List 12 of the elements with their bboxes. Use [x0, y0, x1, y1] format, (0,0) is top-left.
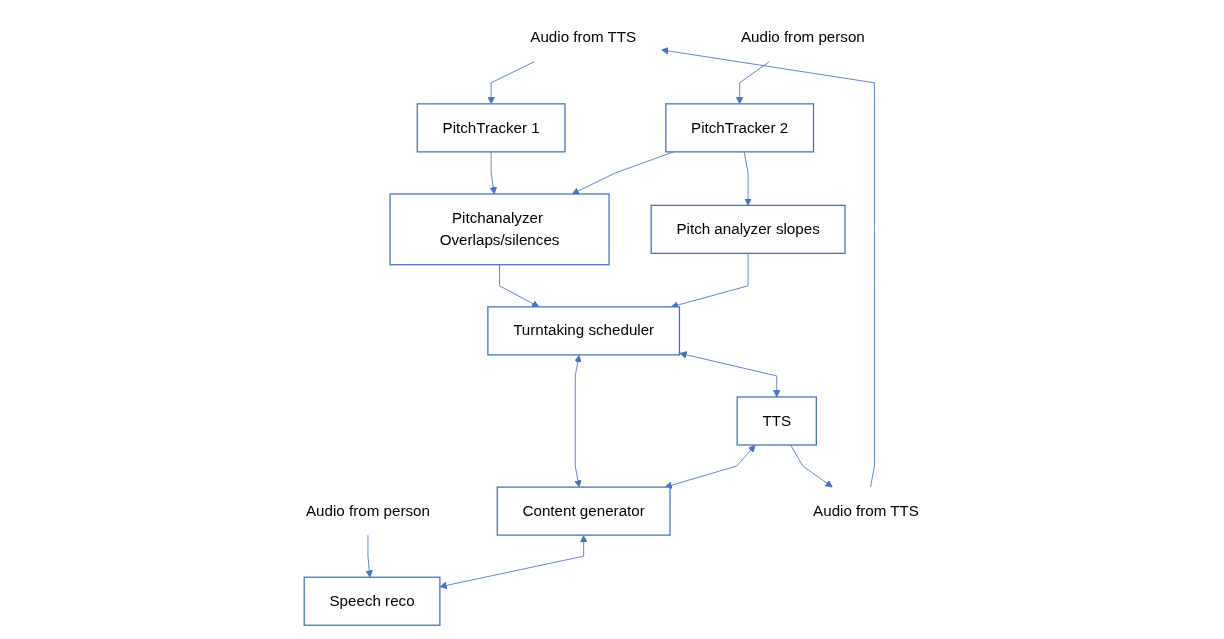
node-box: PitchTracker 2 — [664, 103, 814, 153]
node-text: Audio from TTS — [529, 28, 636, 46]
node-box: PitchTracker 1 — [416, 103, 566, 153]
node-box: Turntaking scheduler — [486, 306, 680, 356]
node-text: Audio from person — [740, 28, 865, 46]
node-box: Speech reco — [303, 576, 440, 626]
node-box: Content generator — [496, 486, 671, 536]
node-box: Pitchanalyzer Overlaps/silences — [388, 193, 610, 266]
node-text: Audio from TTS — [812, 502, 919, 520]
node-text: Audio from person — [305, 502, 430, 520]
node-box: TTS — [736, 396, 817, 446]
node-box: Pitch analyzer slopes — [650, 204, 846, 254]
